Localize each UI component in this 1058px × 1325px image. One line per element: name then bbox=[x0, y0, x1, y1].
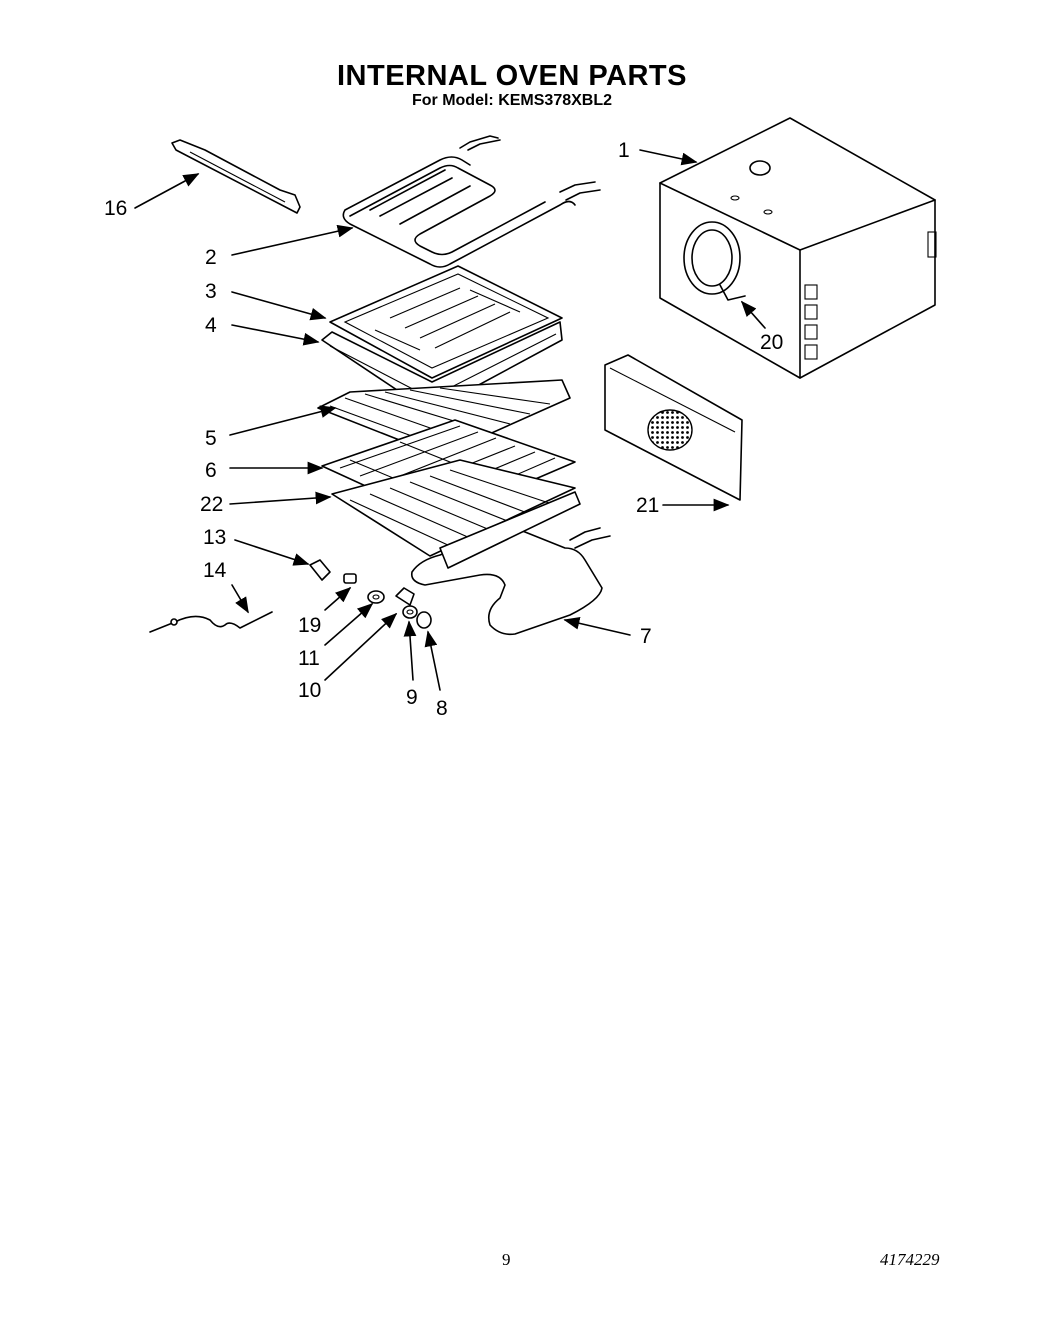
label-part-11: 11 bbox=[298, 647, 320, 670]
page-title: INTERNAL OVEN PARTS bbox=[336, 60, 687, 92]
part-2-broil-element bbox=[342, 135, 601, 268]
label-part-3: 3 bbox=[205, 280, 217, 303]
part-3-broil-grid bbox=[329, 265, 563, 379]
part-1-oven-cavity bbox=[659, 117, 937, 379]
leader-arrows bbox=[134, 149, 766, 691]
label-part-10: 10 bbox=[298, 679, 322, 702]
label-part-7: 7 bbox=[640, 625, 652, 648]
label-part-8: 8 bbox=[436, 697, 448, 720]
part-22-oven-rack bbox=[331, 459, 576, 557]
part-7-bake-element bbox=[410, 491, 611, 636]
part-16-bracket bbox=[171, 139, 301, 214]
label-part-22: 22 bbox=[200, 493, 224, 516]
label-part-21: 21 bbox=[636, 494, 660, 517]
label-part-19: 19 bbox=[298, 614, 322, 637]
document-number: 4174229 bbox=[880, 1250, 940, 1269]
small-parts bbox=[149, 559, 432, 633]
part-21-fan-cover bbox=[604, 354, 743, 501]
label-part-13: 13 bbox=[203, 526, 227, 549]
page-number: 9 bbox=[502, 1250, 511, 1269]
label-part-9: 9 bbox=[406, 686, 418, 709]
label-part-5: 5 bbox=[205, 427, 217, 450]
label-part-6: 6 bbox=[205, 459, 217, 482]
label-part-1: 1 bbox=[618, 139, 630, 162]
label-part-4: 4 bbox=[205, 314, 217, 337]
model-subtitle: For Model: KEMS378XBL2 bbox=[411, 92, 613, 109]
label-part-20: 20 bbox=[760, 331, 784, 354]
label-part-16: 16 bbox=[104, 197, 128, 220]
label-part-14: 14 bbox=[203, 559, 227, 582]
label-part-2: 2 bbox=[205, 246, 217, 269]
